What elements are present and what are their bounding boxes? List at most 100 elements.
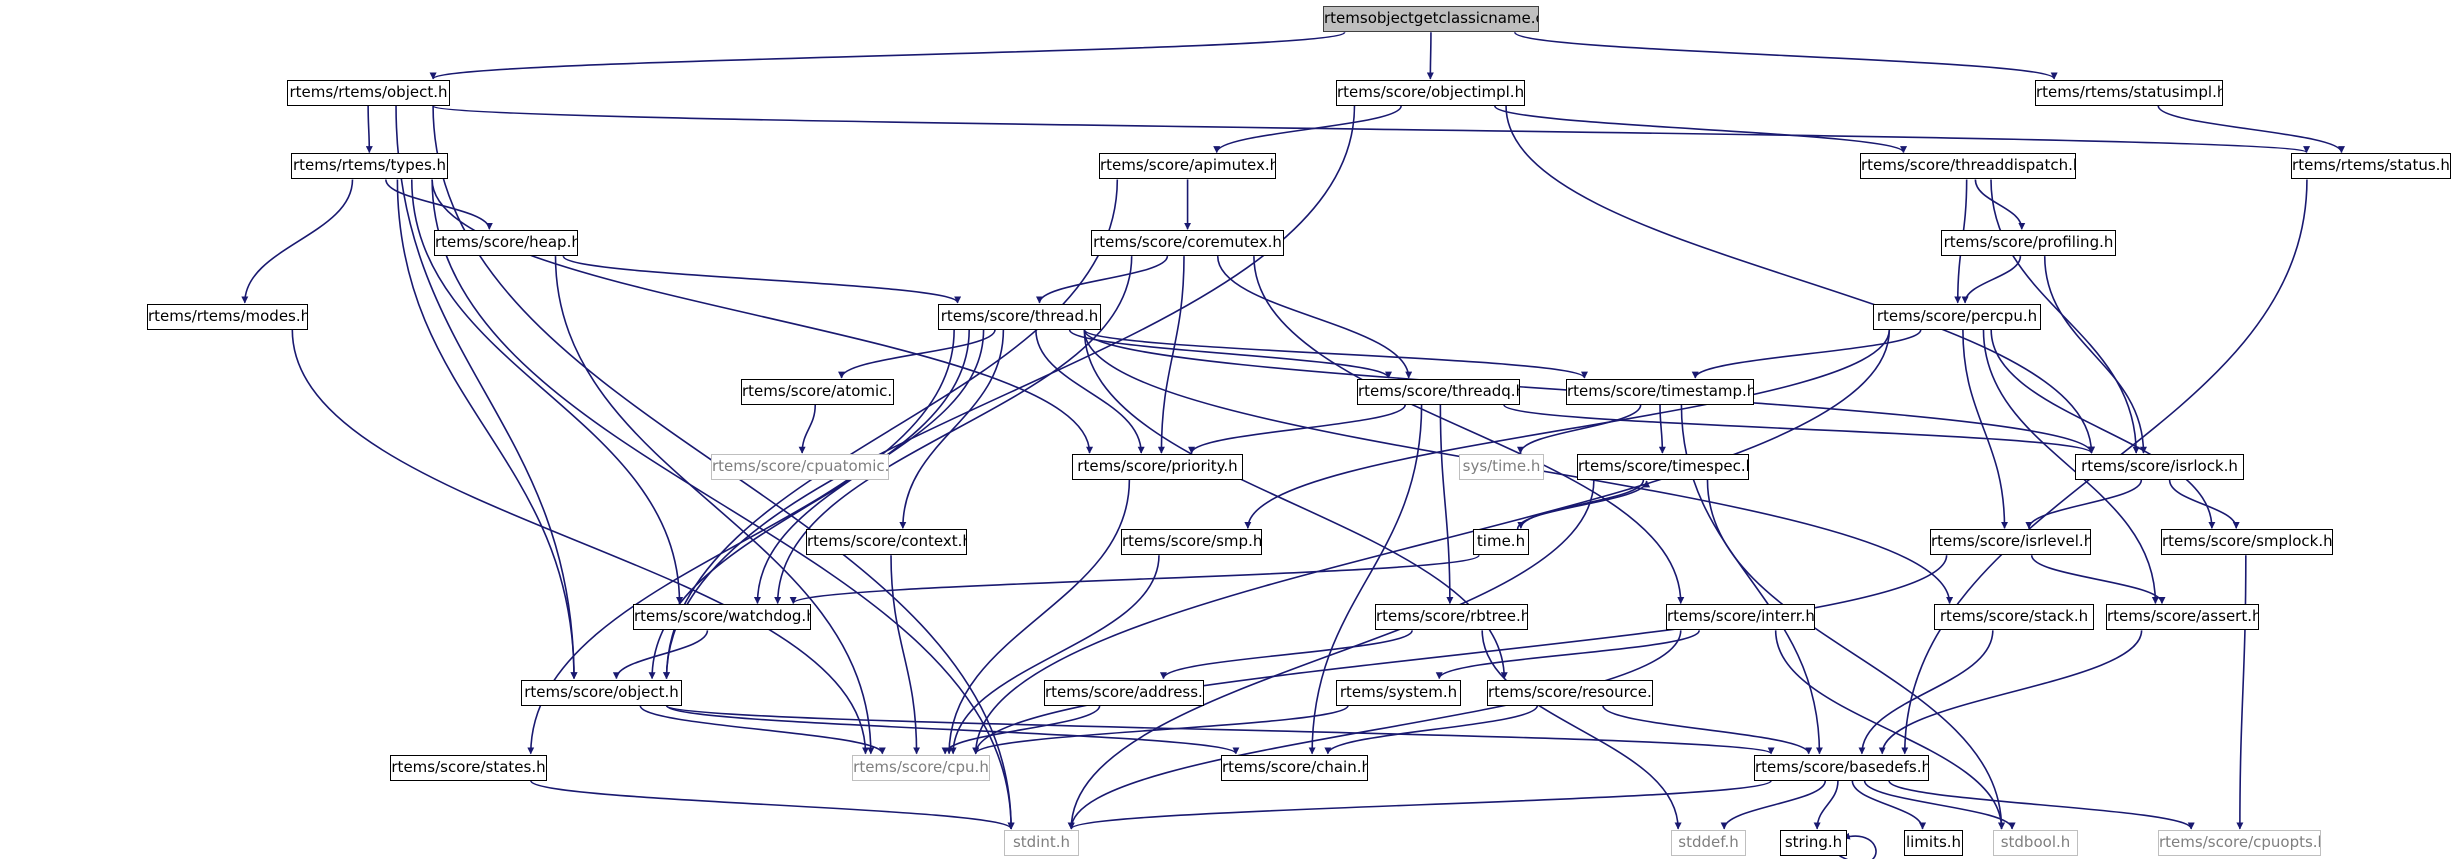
edge-n23-to-n37: [949, 555, 1160, 755]
edge-n12-to-n22: [899, 329, 1005, 529]
edge-n42-to-n42: [1839, 832, 1877, 859]
edge-n1-to-n32: [395, 105, 578, 680]
node-rtems-score-chain-h[interactable]: rtems/score/chain.h: [1221, 755, 1368, 781]
node-rtems-score-heap-h[interactable]: rtems/score/heap.h: [434, 230, 578, 256]
edge-n24-to-n20: [1516, 480, 1651, 530]
node-rtems-rtems-types-h[interactable]: rtems/rtems/types.h: [291, 153, 448, 179]
edge-n32-to-n38: [665, 704, 1240, 755]
edge-n12-to-n14: [838, 329, 996, 379]
edge-n8-to-n29: [1253, 256, 1685, 605]
edge-n28-to-n33: [1160, 629, 1413, 680]
node-time-h[interactable]: time.h: [1473, 529, 1529, 555]
edge-n2-to-n5: [1213, 105, 1402, 154]
node-rtems-score-atomic-h[interactable]: rtems/score/atomic.h: [741, 379, 894, 405]
edge-n13-to-n37: [972, 329, 1891, 755]
edge-n8-to-n12: [1035, 255, 1169, 304]
node-rtems-score-rbtree-h[interactable]: rtems/score/rbtree.h: [1375, 604, 1528, 630]
edge-n25-to-n31: [2030, 554, 2166, 605]
node-rtems-score-isrlock-h[interactable]: rtems/score/isrlock.h: [2075, 454, 2244, 480]
edge-n29-to-n34: [1435, 629, 1701, 680]
node-limits-h[interactable]: limits.h: [1904, 830, 1963, 856]
node-rtems-rtems-statusimpl-h[interactable]: rtems/rtems/statusimpl.h: [2035, 80, 2223, 106]
edge-n27-to-n32: [612, 630, 709, 680]
edge-n4-to-n40: [431, 179, 1015, 830]
node-stdbool-h[interactable]: stdbool.h: [1993, 830, 2078, 856]
node-stdint-h[interactable]: stdint.h: [1004, 830, 1079, 856]
edge-n21-to-n25: [2025, 479, 2143, 529]
node-rtems-score-timespec-h[interactable]: rtems/score/timespec.h: [1577, 454, 1749, 480]
node-rtems-system-h[interactable]: rtems/system.h: [1336, 680, 1461, 706]
node-rtems-score-objectimpl-h[interactable]: rtems/score/objectimpl.h: [1336, 80, 1525, 106]
edge-n39-to-n41: [1720, 780, 1827, 830]
edge-n1-to-n7: [432, 105, 2310, 154]
node-rtems-score-address-h[interactable]: rtems/score/address.h: [1044, 680, 1204, 706]
edge-n29-to-n40: [1067, 630, 1682, 830]
node-rtems-rtems-status-h[interactable]: rtems/rtems/status.h: [2291, 153, 2451, 179]
node-rtems-score-watchdog-h[interactable]: rtems/score/watchdog.h: [633, 604, 811, 630]
edge-n12-to-n18: [1035, 329, 1145, 454]
edge-n18-to-n37: [945, 480, 1131, 755]
node-rtems-score-smplock-h[interactable]: rtems/score/smplock.h: [2161, 529, 2333, 555]
node-rtems-score-resource-h[interactable]: rtems/score/resource.h: [1487, 680, 1653, 706]
node-rtems-score-profiling-h[interactable]: rtems/score/profiling.h: [1941, 230, 2116, 256]
node-rtemsobjectgetclassicname-c[interactable]: rtemsobjectgetclassicname.c: [1323, 6, 1539, 32]
node-rtems-score-object-h[interactable]: rtems/score/object.h: [521, 680, 682, 706]
node-rtems-score-percpu-h[interactable]: rtems/score/percpu.h: [1873, 304, 2041, 330]
node-rtems-rtems-object-h[interactable]: rtems/rtems/object.h: [287, 80, 450, 106]
edge-n1-to-n4: [365, 105, 373, 154]
node-rtems-score-cpuopts-h[interactable]: rtems/score/cpuopts.h: [2158, 830, 2321, 856]
node-rtems-score-thread-h[interactable]: rtems/score/thread.h: [938, 304, 1101, 330]
node-rtems-score-assert-h[interactable]: rtems/score/assert.h: [2106, 604, 2259, 630]
node-rtems-score-timestamp-h[interactable]: rtems/score/timestamp.h: [1566, 379, 1754, 405]
edge-n8-to-n27: [774, 256, 1133, 605]
edge-n35-to-n39: [1602, 705, 1813, 755]
node-rtems-score-smp-h[interactable]: rtems/score/smp.h: [1121, 529, 1262, 555]
edge-n13-to-n25: [1962, 329, 2009, 529]
edge-n12-to-n16: [1083, 329, 1588, 379]
edge-n13-to-n23: [1244, 329, 1891, 529]
edge-n20-to-n24: [1517, 479, 1645, 529]
edge-n0-to-n1: [429, 31, 1346, 80]
node-rtems-rtems-modes-h[interactable]: rtems/rtems/modes.h: [147, 304, 308, 330]
edge-n3-to-n7: [2157, 105, 2345, 154]
edge-n16-to-n20: [1658, 404, 1666, 454]
node-rtems-score-apimutex-h[interactable]: rtems/score/apimutex.h: [1099, 153, 1276, 179]
node-rtems-score-stack-h[interactable]: rtems/score/stack.h: [1934, 604, 2094, 630]
node-stddef-h[interactable]: stddef.h: [1671, 830, 1746, 856]
edge-n32-to-n39: [665, 704, 1775, 755]
edge-n0-to-n2: [1426, 32, 1434, 80]
edge-n12-to-n36: [527, 329, 955, 755]
node-rtems-score-basedefs-h[interactable]: rtems/score/basedefs.h: [1754, 755, 1929, 781]
edge-n20-to-n44: [1706, 480, 2006, 830]
edge-n10-to-n21: [2043, 256, 2147, 454]
edge-n5-to-n32: [663, 179, 1119, 680]
edge-n4-to-n32: [396, 179, 578, 680]
edge-n2-to-n21: [1505, 105, 2095, 454]
edge-n14-to-n17: [798, 404, 817, 454]
node-rtems-score-threaddispatch-h[interactable]: rtems/score/threaddispatch.h: [1860, 153, 2076, 179]
edge-n22-to-n37: [890, 555, 921, 755]
edge-n16-to-n19: [1517, 404, 1642, 454]
edge-n34-to-n37: [972, 704, 1349, 755]
edge-n26-to-n45: [2236, 555, 2247, 830]
node-rtems-score-states-h[interactable]: rtems/score/states.h: [390, 755, 547, 781]
node-rtems-score-coremutex-h[interactable]: rtems/score/coremutex.h: [1091, 230, 1284, 256]
edge-n31-to-n39: [1878, 630, 2143, 755]
edge-n20-to-n40: [1067, 480, 1595, 830]
node-rtems-score-interr-h[interactable]: rtems/score/interr.h: [1666, 604, 1815, 630]
node-rtems-score-cpu-h[interactable]: rtems/score/cpu.h: [852, 755, 990, 781]
node-rtems-score-cpuatomic-h[interactable]: rtems/score/cpuatomic.h: [711, 454, 889, 480]
node-rtems-score-context-h[interactable]: rtems/score/context.h: [806, 529, 967, 555]
edge-n6-to-n10: [1974, 179, 2026, 230]
edge-n39-to-n45: [1888, 780, 2195, 830]
node-rtems-score-threadq-h[interactable]: rtems/score/threadq.h: [1357, 379, 1520, 405]
edge-n13-to-n16: [1691, 329, 1922, 379]
node-sys-time-h[interactable]: sys/time.h: [1459, 454, 1544, 480]
edge-n39-to-n44: [1863, 780, 2016, 830]
node-rtems-score-priority-h[interactable]: rtems/score/priority.h: [1072, 454, 1243, 480]
node-rtems-score-isrlevel-h[interactable]: rtems/score/isrlevel.h: [1930, 529, 2091, 555]
edge-n15-to-n21: [1503, 404, 2095, 454]
edge-n2-to-n32: [663, 105, 1356, 680]
edge-n21-to-n26: [2168, 479, 2240, 529]
node-string-h[interactable]: string.h: [1780, 830, 1847, 856]
